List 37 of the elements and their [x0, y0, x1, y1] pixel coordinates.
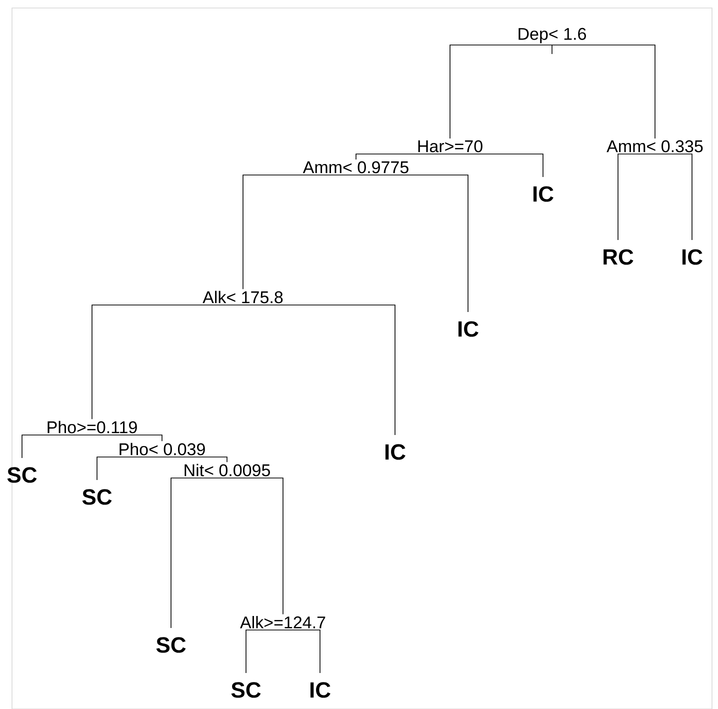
tree-branch — [170, 478, 228, 628]
tree-branch — [92, 434, 162, 442]
tree-branch — [356, 154, 450, 160]
tree-branch — [618, 154, 656, 240]
leaf-label: IC — [385, 444, 406, 460]
split-label: Alk< 175.8 — [202, 290, 283, 304]
leaf-label: IC — [310, 682, 330, 698]
tree-branch — [450, 44, 552, 139]
split-label: Amm< 0.9775 — [302, 161, 408, 174]
split-label: Nit< 0.0095 — [184, 464, 270, 476]
tree-branch — [246, 630, 284, 674]
leaf-label: SC — [231, 682, 261, 698]
tree-branch — [654, 154, 692, 240]
split-label: Pho< 0.039 — [120, 442, 205, 456]
tree-branch — [356, 174, 468, 312]
tree-branch — [242, 174, 356, 290]
leaf-label: IC — [682, 249, 702, 265]
tree-branch — [226, 478, 284, 615]
leaf-label: SC — [156, 637, 186, 653]
tree-branch — [22, 434, 92, 458]
leaf-label: RC — [604, 249, 634, 265]
tree-branch — [92, 304, 244, 420]
split-label: Alk>=124.7 — [240, 616, 326, 628]
tree-branch — [242, 304, 396, 436]
split-label: Pho>=0.119 — [48, 420, 137, 434]
leaf-label: SC — [7, 467, 37, 483]
leaf-label: IC — [458, 321, 478, 337]
tree-branch — [552, 44, 656, 139]
split-label: Amm< 0.335 — [606, 140, 703, 152]
tree-branch — [162, 456, 228, 462]
leaf-label: SC — [82, 489, 112, 505]
leaf-label: IC — [533, 186, 554, 202]
tree-branch — [282, 630, 320, 674]
split-label: Dep< 1.6 — [518, 28, 586, 44]
split-label: Har>=70 — [418, 140, 482, 152]
tree-branch — [96, 456, 162, 480]
tree-branch — [450, 154, 544, 178]
